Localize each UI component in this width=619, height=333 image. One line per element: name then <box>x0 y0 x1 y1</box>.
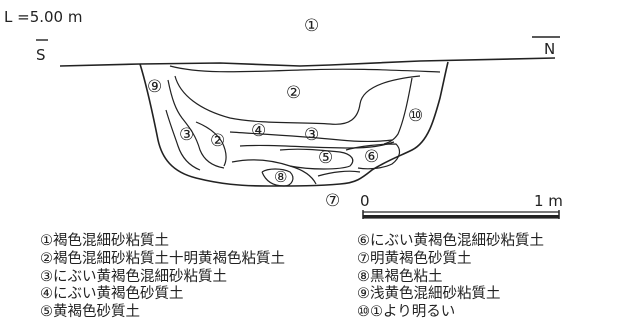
layer-boundary <box>345 143 401 170</box>
layer-boundary <box>317 170 361 177</box>
layer-boundary <box>239 141 395 149</box>
scale-start-label: 0 <box>360 192 370 210</box>
layer-marker: ⑥ <box>364 147 379 167</box>
legend-item: ④にぶい黄褐色砂質土 <box>40 286 184 303</box>
layer-boundaries <box>165 65 441 187</box>
layer-boundary <box>169 65 441 73</box>
legend-item: ①褐色混細砂粘質土 <box>40 233 169 249</box>
legend-item: ⑤黄褐色砂質土 <box>40 304 140 321</box>
south-label: S <box>36 46 46 64</box>
legend-item: ⑦明黄褐色砂質土 <box>357 250 472 267</box>
legend-item: ⑨浅黄色混細砂粘質土 <box>357 286 501 303</box>
north-label: N <box>544 40 555 58</box>
layer-marker: ② <box>210 131 225 151</box>
legend-item: ②褐色混細砂粘質土十明黄褐色粘質土 <box>40 250 285 267</box>
layer-marker: ③ <box>304 125 319 145</box>
layer-marker: ⑤ <box>318 148 333 168</box>
legend-item: ⑩①より明るい <box>357 304 456 321</box>
layer-boundary <box>195 121 227 167</box>
layer-marker: ① <box>304 16 319 36</box>
scale-bar-fill <box>363 215 559 218</box>
layer-boundary <box>383 77 413 145</box>
scale-end-label: 1 m <box>534 192 563 210</box>
layer-marker: ⑨ <box>147 77 162 97</box>
layer-markers: ① ② ③ ④ ③ ② ⑤ ⑥ ⑦ ⑧ ⑨ ⑩ <box>147 16 423 211</box>
layer-boundary <box>261 168 294 187</box>
scale-bar: 0 1 m <box>360 192 563 219</box>
layer-boundary <box>231 159 317 185</box>
layer-marker: ⑦ <box>325 191 340 211</box>
legend-item: ③にぶい黄褐色混細砂粘質土 <box>40 268 227 285</box>
layer-boundary <box>229 131 393 143</box>
datum-label: L =5.00 m <box>4 8 82 26</box>
layer-marker: ⑩ <box>408 106 423 126</box>
layer-marker: ④ <box>251 121 266 141</box>
layer-boundary <box>165 109 201 171</box>
legend-item: ⑧黒褐色粘土 <box>357 268 443 285</box>
legend-right: ⑥にぶい黄褐色混細砂粘質土 ⑦明黄褐色砂質土 ⑧黒褐色粘土 ⑨浅黄色混細砂粘質土… <box>357 233 544 322</box>
layer-marker: ⑧ <box>274 168 287 186</box>
layer-marker: ② <box>286 83 301 103</box>
legend-left: ①褐色混細砂粘質土 ②褐色混細砂粘質土十明黄褐色粘質土 ③にぶい黄褐色混細砂粘質… <box>40 233 285 322</box>
layer-marker: ③ <box>179 125 194 145</box>
pit-outline <box>139 61 449 187</box>
ground-surface-line <box>59 57 556 67</box>
layer-boundary <box>279 148 354 170</box>
layer-boundary <box>174 75 421 125</box>
layer-boundary <box>167 79 225 169</box>
legend-item: ⑥にぶい黄褐色混細砂粘質土 <box>357 233 544 249</box>
